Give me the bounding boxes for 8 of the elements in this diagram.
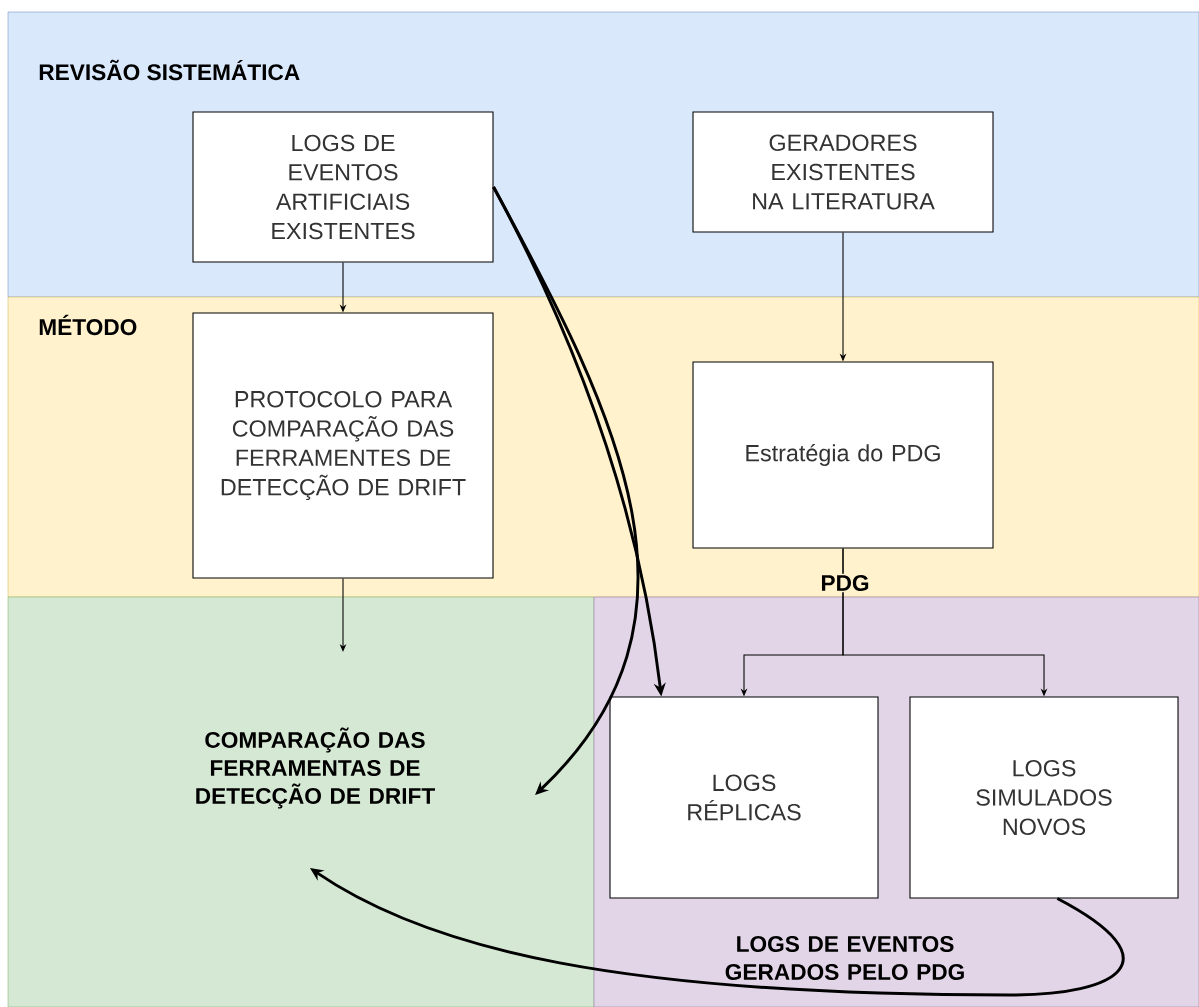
swimlane-band: COMPARAÇÃO DAS FERRAMENTAS DE DETECÇÃO DE DRIFT: [7, 596, 595, 1007]
process-box: LOGS SIMULADOS NOVOS: [909, 696, 1179, 899]
arrow: [492, 186, 639, 795]
process-box: LOGS RÉPLICAS: [609, 696, 879, 899]
process-box: LOGS DE EVENTOS ARTIFICIAIS EXISTENTES: [192, 111, 494, 263]
process-box: GERADORES EXISTENTES NA LITERATURA: [692, 111, 994, 233]
process-box: Estratégia do PDG: [692, 361, 994, 549]
process-box: PROTOCOLO PARA COMPARAÇÃO DAS FERRAMENTES DE DETECÇÃO DE DRIFT: [192, 312, 494, 579]
